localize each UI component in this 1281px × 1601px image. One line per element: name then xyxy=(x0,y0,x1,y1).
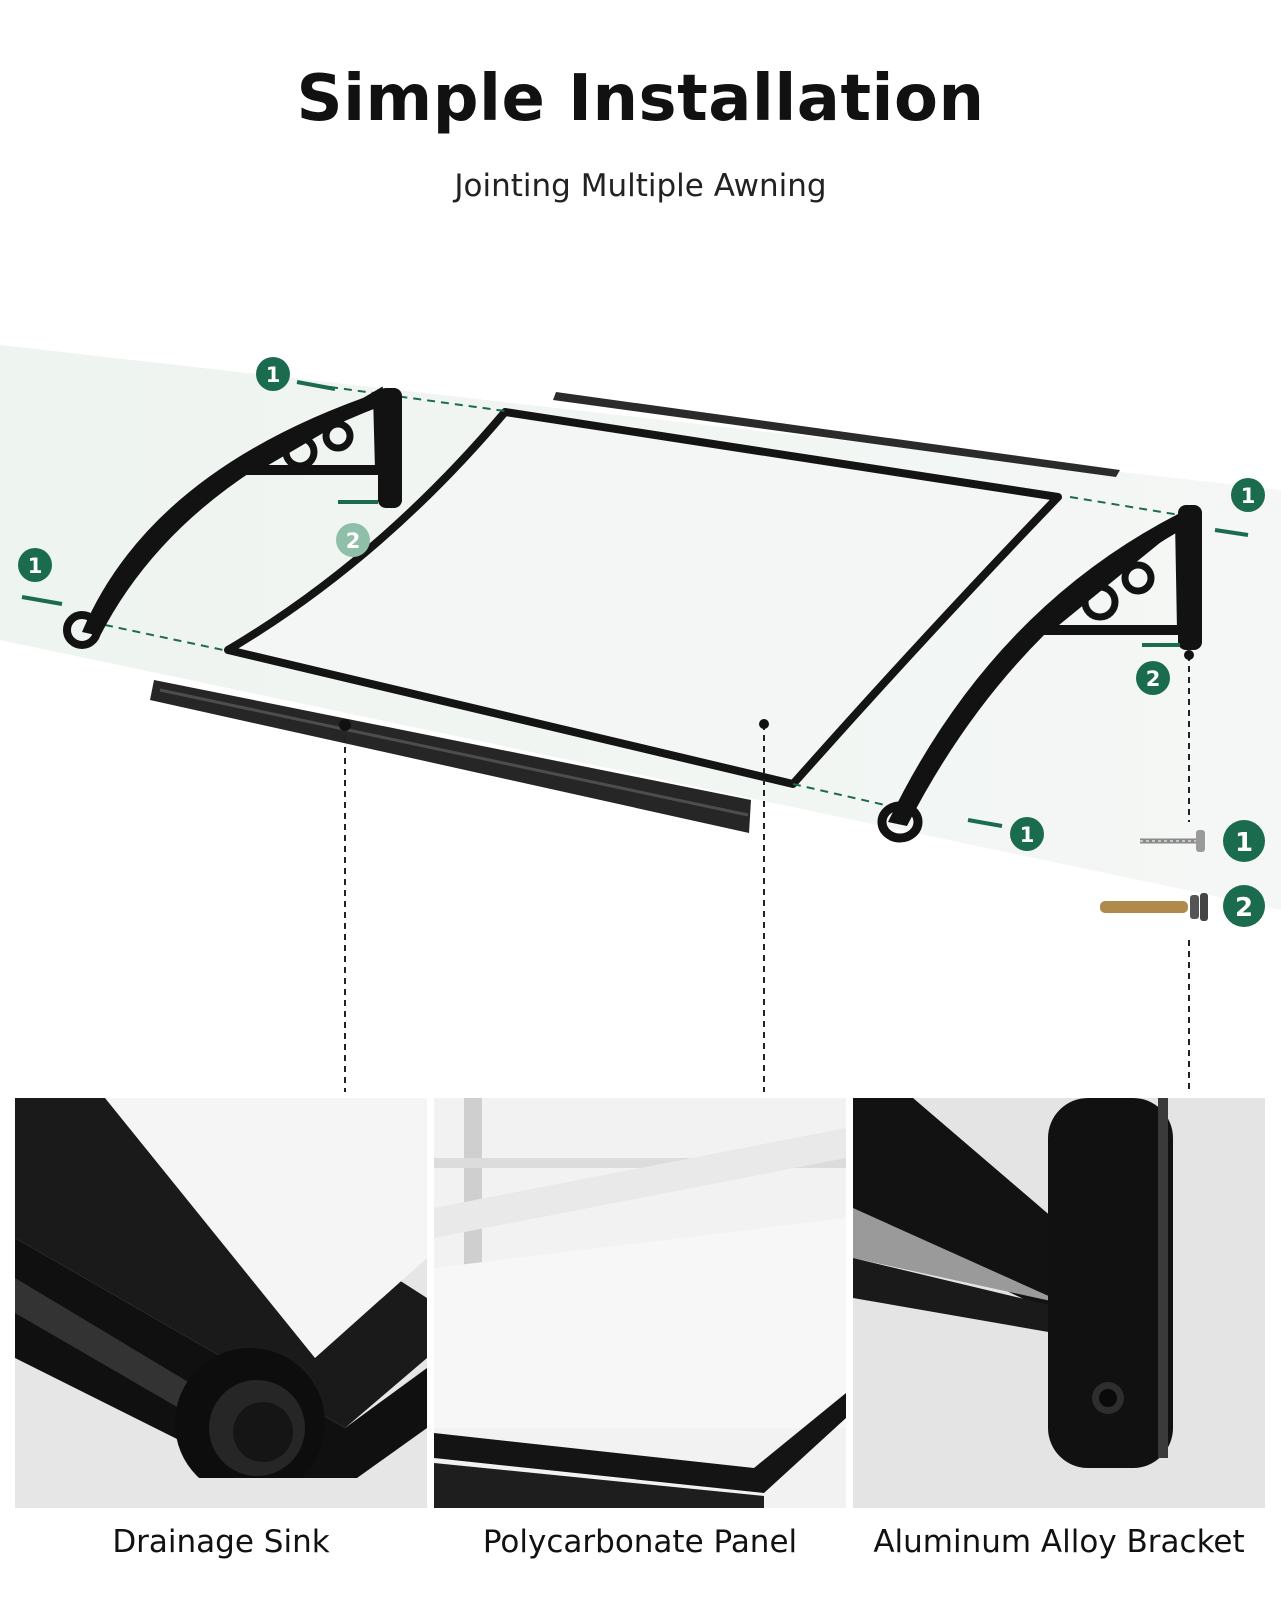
panel-pointer-dot xyxy=(759,719,769,729)
svg-text:1: 1 xyxy=(1241,484,1256,508)
drainage-sink-photo xyxy=(15,1098,427,1508)
page-subtitle: Jointing Multiple Awning xyxy=(454,168,827,204)
badge-1-bottom: 1 xyxy=(1010,817,1044,851)
page-title: Simple Installation xyxy=(296,62,985,136)
aluminum-bracket-caption: Aluminum Alloy Bracket xyxy=(873,1524,1245,1560)
exploded-diagram: 1 1 1 1 2 2 1 2 xyxy=(0,345,1281,1092)
expansion-bolt-icon xyxy=(1100,893,1208,921)
right-bracket xyxy=(877,505,1202,843)
svg-text:1: 1 xyxy=(28,554,43,578)
screw-icon xyxy=(1140,830,1205,852)
polycarbonate-panel-photo xyxy=(434,1098,846,1508)
svg-text:2: 2 xyxy=(1235,893,1253,923)
drainage-sink-caption: Drainage Sink xyxy=(112,1524,330,1560)
drainage-sink-icon xyxy=(15,1098,427,1508)
aluminum-bracket-icon xyxy=(853,1098,1265,1508)
badge-1-top-right: 1 xyxy=(1231,478,1265,512)
svg-text:2: 2 xyxy=(346,529,361,553)
detail-guides xyxy=(344,655,1190,1092)
badge-2-left: 2 xyxy=(336,523,370,557)
svg-text:1: 1 xyxy=(266,363,281,387)
svg-text:1: 1 xyxy=(1235,828,1253,858)
top-rail xyxy=(553,392,1120,477)
badge-1-top-left: 1 xyxy=(256,357,290,391)
left-bracket xyxy=(63,386,402,649)
drainage-sink-rail xyxy=(150,680,751,833)
hardware-1-badge: 1 xyxy=(1223,820,1265,862)
bracket-pointer-dot xyxy=(1184,650,1194,660)
polycarbonate-panel-caption: Polycarbonate Panel xyxy=(482,1524,798,1560)
screw-markers xyxy=(21,380,1249,828)
svg-text:1: 1 xyxy=(1020,823,1035,847)
svg-text:2: 2 xyxy=(1146,667,1161,691)
badge-1-left: 1 xyxy=(18,548,52,582)
sink-pointer-dot xyxy=(339,719,351,731)
aluminum-bracket-photo xyxy=(853,1098,1265,1508)
badge-2-right: 2 xyxy=(1136,661,1170,695)
rail-highlight xyxy=(159,688,749,817)
alignment-lines xyxy=(104,386,1181,806)
polycarbonate-panel-icon xyxy=(434,1098,846,1508)
hardware-2-badge: 2 xyxy=(1223,885,1265,927)
